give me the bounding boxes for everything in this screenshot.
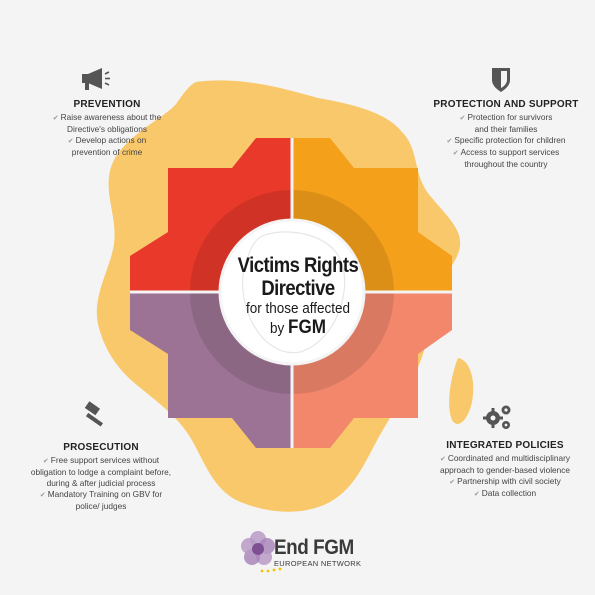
check-icon: ✔: [42, 458, 49, 465]
check-icon: ✔: [452, 150, 459, 157]
prevention-block: PREVENTION ✔Raise awareness about the Di…: [32, 99, 182, 158]
flower-logo-icon: [241, 531, 282, 573]
prevention-title: PREVENTION: [73, 99, 141, 110]
logo-sub-text: EUROPEAN NETWORK: [274, 559, 362, 568]
protection-block: PROTECTION AND SUPPORT ✔Protection for s…: [426, 99, 586, 170]
check-icon: ✔: [52, 115, 59, 122]
prosecution-title: PROSECUTION: [63, 442, 139, 453]
center-title: Victims Rights Directive for those affec…: [203, 254, 393, 339]
check-icon: ✔: [67, 138, 74, 145]
center-map-silhouette: [242, 231, 346, 354]
list-item: police/ judges: [75, 501, 127, 511]
shield-icon: [492, 68, 510, 92]
list-item: throughout the country: [464, 159, 548, 169]
logo: End FGM EUROPEAN NETWORK: [274, 537, 363, 568]
list-item: ✔Specific protection for children: [446, 135, 566, 145]
check-icon: ✔: [446, 138, 453, 145]
check-icon: ✔: [39, 492, 46, 499]
list-item: ✔Protection for survivors: [459, 112, 553, 122]
ring-segment-prevention: [130, 138, 292, 292]
list-item: ✔Access to support services: [452, 147, 560, 157]
list-item: ✔Raise awareness about the: [52, 112, 162, 122]
integrated-block: INTEGRATED POLICIES ✔Coordinated and mul…: [420, 440, 590, 500]
list-item: ✔Mandatory Training on GBV for: [39, 489, 163, 499]
integrated-title: INTEGRATED POLICIES: [446, 440, 564, 451]
cycle-ring: [130, 138, 452, 448]
prosecution-block: PROSECUTION ✔Free support services witho…: [16, 442, 186, 512]
center-line-4: by FGM: [269, 317, 326, 338]
megaphone-icon: [82, 68, 110, 90]
map-island: [449, 358, 474, 424]
center-line-2: Directive: [261, 277, 335, 300]
list-item: during & after judicial process: [46, 478, 156, 488]
ring-segment-integrated: [292, 292, 452, 448]
check-icon: ✔: [439, 456, 446, 463]
logo-main-text: End FGM: [274, 536, 354, 559]
list-item: ✔Coordinated and multidisciplinary: [439, 453, 571, 463]
check-icon: ✔: [473, 491, 480, 498]
list-item: Directive's obligations: [67, 124, 147, 134]
list-item: ✔Free support services without: [42, 455, 160, 465]
list-item: ✔Develop actions on: [67, 135, 147, 145]
list-item: ✔Partnership with civil society: [449, 476, 561, 486]
list-item: ✔Data collection: [473, 488, 537, 498]
ring-segment-prosecution: [130, 292, 292, 448]
list-item: and their families: [474, 124, 538, 134]
list-item: approach to gender-based violence: [439, 465, 571, 475]
check-icon: ✔: [459, 115, 466, 122]
protection-title: PROTECTION AND SUPPORT: [433, 99, 579, 110]
gavel-icon: [84, 401, 103, 427]
list-item: prevention of crime: [71, 147, 143, 157]
center-line-3: for those affected: [245, 300, 351, 317]
list-item: obligation to lodge a complaint before,: [30, 467, 172, 477]
ring-segment-protection: [292, 138, 452, 292]
check-icon: ✔: [449, 479, 456, 486]
gears-icon: [483, 405, 511, 429]
center-line-1: Victims Rights: [237, 254, 359, 277]
